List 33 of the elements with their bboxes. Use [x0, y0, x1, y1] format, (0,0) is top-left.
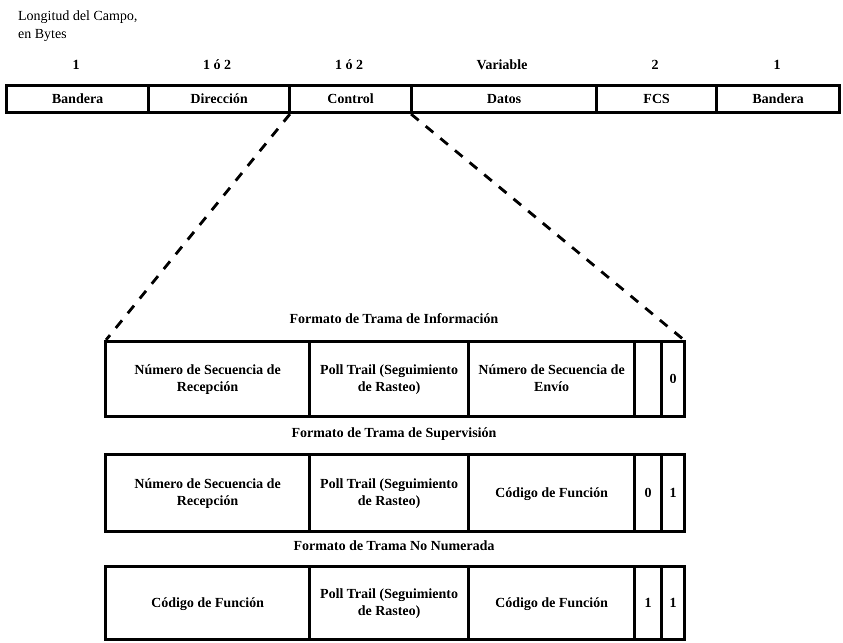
field-box: Código de Función	[467, 565, 636, 641]
field-box: Número de Secuencia de Recepción	[104, 453, 311, 533]
field-box: 1	[660, 453, 686, 533]
field-box: 0	[660, 340, 686, 418]
format-title: Formato de Trama de Supervisión	[292, 426, 496, 442]
field-length-caption: Longitud del Campo, en Bytes	[18, 8, 138, 44]
field-box: Datos	[410, 84, 598, 114]
byte-count: 1	[774, 58, 780, 74]
byte-count: 1 ó 2	[203, 58, 231, 74]
field-box: Control	[288, 84, 413, 114]
field-box: Poll Trail (Seguimiento de Rasteo)	[308, 453, 470, 533]
byte-count: 1 ó 2	[335, 58, 363, 74]
field-box: 1	[660, 565, 686, 641]
field-box: Código de Función	[467, 453, 636, 533]
dashed-connector	[410, 112, 685, 342]
field-box: Poll Trail (Seguimiento de Rasteo)	[308, 340, 470, 418]
field-box	[633, 340, 663, 418]
field-box: 0	[633, 453, 663, 533]
field-box: Bandera	[5, 84, 150, 114]
field-box: Código de Función	[104, 565, 311, 641]
byte-count: 2	[652, 58, 658, 74]
byte-count: Variable	[476, 58, 528, 74]
field-box: Número de Secuencia de Recepción	[104, 340, 311, 418]
field-box: FCS	[595, 84, 718, 114]
field-box: Poll Trail (Seguimiento de Rasteo)	[308, 565, 470, 641]
format-title: Formato de Trama de Información	[290, 312, 498, 328]
field-box: 1	[633, 565, 663, 641]
format-title: Formato de Trama No Numerada	[294, 539, 494, 555]
byte-count: 1	[72, 58, 80, 74]
dashed-connector	[104, 113, 292, 341]
field-box: Dirección	[147, 84, 291, 114]
field-box: Número de Secuencia de Envío	[467, 340, 636, 418]
field-box: Bandera	[715, 84, 841, 114]
